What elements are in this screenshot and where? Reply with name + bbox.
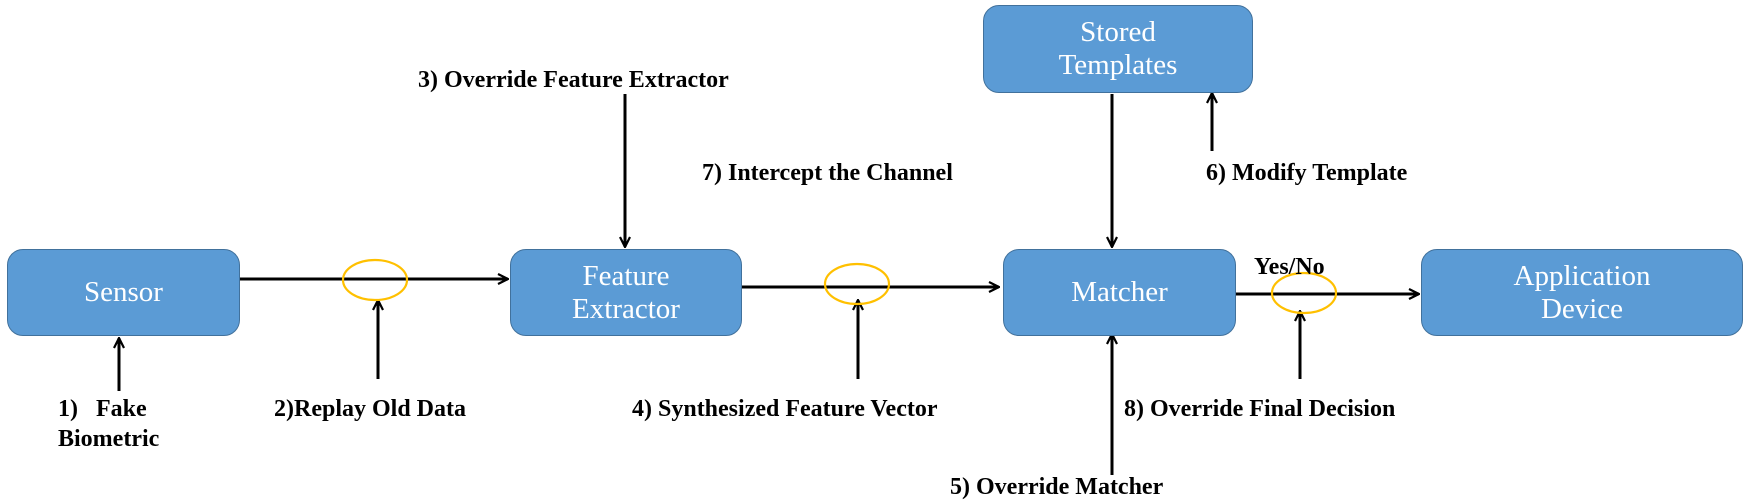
application-device-label: Application Device: [1513, 259, 1651, 325]
attack-1-label-line2: Biometric: [58, 426, 160, 452]
feature-extractor-label: Feature Extractor: [572, 259, 680, 325]
channel-circle-3: [1270, 271, 1338, 315]
attack-2-label: 2)Replay Old Data: [274, 396, 466, 422]
feature-extractor-box: Feature Extractor: [510, 249, 742, 336]
attack-8-label: 8) Override Final Decision: [1124, 396, 1396, 422]
attack-7-label: 7) Intercept the Channel: [702, 160, 953, 186]
sensor-label: Sensor: [84, 276, 163, 308]
attack-5-label: 5) Override Matcher: [950, 474, 1164, 500]
attack-1-label-line1: 1) Fake: [58, 396, 147, 422]
attack-3-label: 3) Override Feature Extractor: [418, 67, 729, 93]
matcher-box: Matcher: [1003, 249, 1236, 336]
attack-6-label: 6) Modify Template: [1206, 160, 1408, 186]
decision-label: Yes/No: [1254, 254, 1325, 280]
matcher-label: Matcher: [1071, 276, 1168, 308]
stored-templates-box: Stored Templates: [983, 5, 1253, 93]
stored-templates-label: Stored Templates: [1058, 16, 1178, 81]
attack-4-label: 4) Synthesized Feature Vector: [632, 396, 938, 422]
application-device-box: Application Device: [1421, 249, 1743, 336]
sensor-box: Sensor: [7, 249, 240, 336]
channel-circle-2: [823, 262, 891, 306]
channel-circle-1: [341, 258, 409, 302]
